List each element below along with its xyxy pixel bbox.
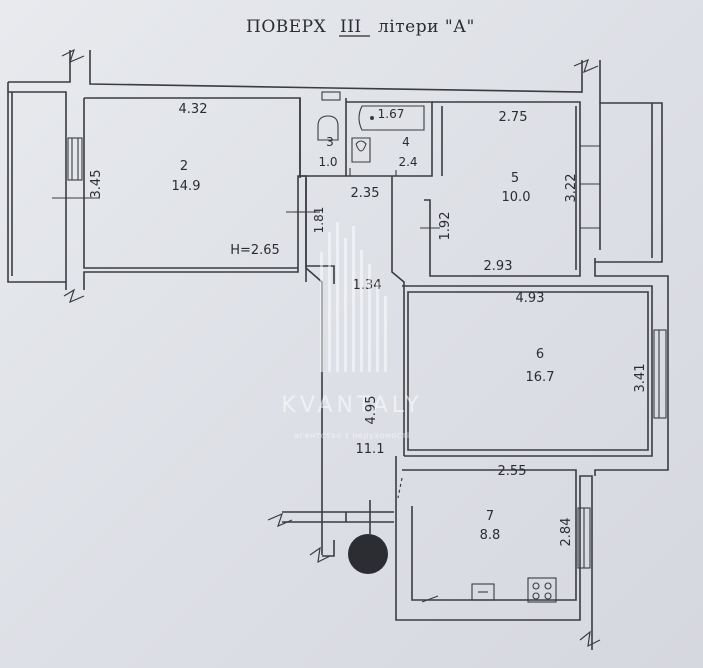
room-7-walls (395, 456, 593, 650)
dim-hall-mid: 1.34 (353, 278, 382, 293)
dim-room-5-left: 1.92 (438, 212, 453, 241)
room-4-number: 4 (402, 135, 410, 149)
room-7-number: 7 (486, 509, 494, 524)
dim-room-6-width: 4.93 (516, 291, 545, 306)
dimension-labels: 4.32 3.45 H=2.65 1.81 1.67 2.35 1.34 4.9… (89, 102, 648, 546)
room-6-walls (402, 262, 669, 476)
dim-room-7-width: 2.55 (498, 464, 527, 479)
dim-room-3-height: 1.81 (312, 207, 326, 234)
room-6-number: 6 (536, 347, 544, 362)
dim-room-5-depth: 3.22 (564, 174, 579, 203)
plan-title-suffix: літери "А" (378, 17, 475, 37)
dim-hall-width: 2.35 (351, 186, 380, 201)
room-5-area: 10.0 (502, 190, 531, 205)
dim-room-5-bottom: 2.93 (484, 259, 513, 274)
dim-room-5-top: 2.75 (499, 110, 528, 125)
outer-walls (7, 50, 663, 555)
plan-title-floor: III (340, 17, 362, 37)
room-5-walls (424, 101, 600, 277)
room-labels: 2 14.9 3 1.0 4 2.4 5 10.0 6 16.7 7 8.8 1… (172, 135, 555, 543)
corridor-area: 11.1 (356, 442, 385, 457)
room-5-number: 5 (511, 171, 519, 186)
room-2-number: 2 (180, 159, 188, 174)
room-4-area: 2.4 (398, 155, 417, 169)
dim-room-6-depth: 3.41 (633, 364, 648, 393)
dim-room-4-width: 1.67 (378, 107, 405, 121)
dim-room-2-height: H=2.65 (230, 243, 280, 258)
room-2-window (52, 137, 100, 199)
room-2-area: 14.9 (172, 179, 201, 194)
plan-title-prefix: ПОВЕРХ (246, 17, 327, 37)
dim-room-2-depth: 3.45 (89, 170, 104, 199)
watermark-tagline: агентство з нерухомості (294, 431, 409, 440)
wall-break-marks (61, 48, 601, 648)
dim-room-7-depth: 2.84 (559, 518, 574, 547)
dim-hall-length: 4.95 (364, 396, 379, 425)
bathroom-block (299, 91, 433, 177)
room-3-area: 1.0 (318, 155, 337, 169)
watermark: KVANTALY агентство з нерухомості (281, 222, 422, 440)
room-3-number: 3 (326, 135, 334, 149)
room-6-area: 16.7 (526, 370, 555, 385)
watermark-logo-bars (320, 222, 387, 372)
entrance-area (282, 500, 394, 574)
watermark-brand: KVANTALY (281, 393, 422, 418)
dim-room-2-width: 4.32 (179, 102, 208, 117)
room-7-area: 8.8 (480, 528, 501, 543)
